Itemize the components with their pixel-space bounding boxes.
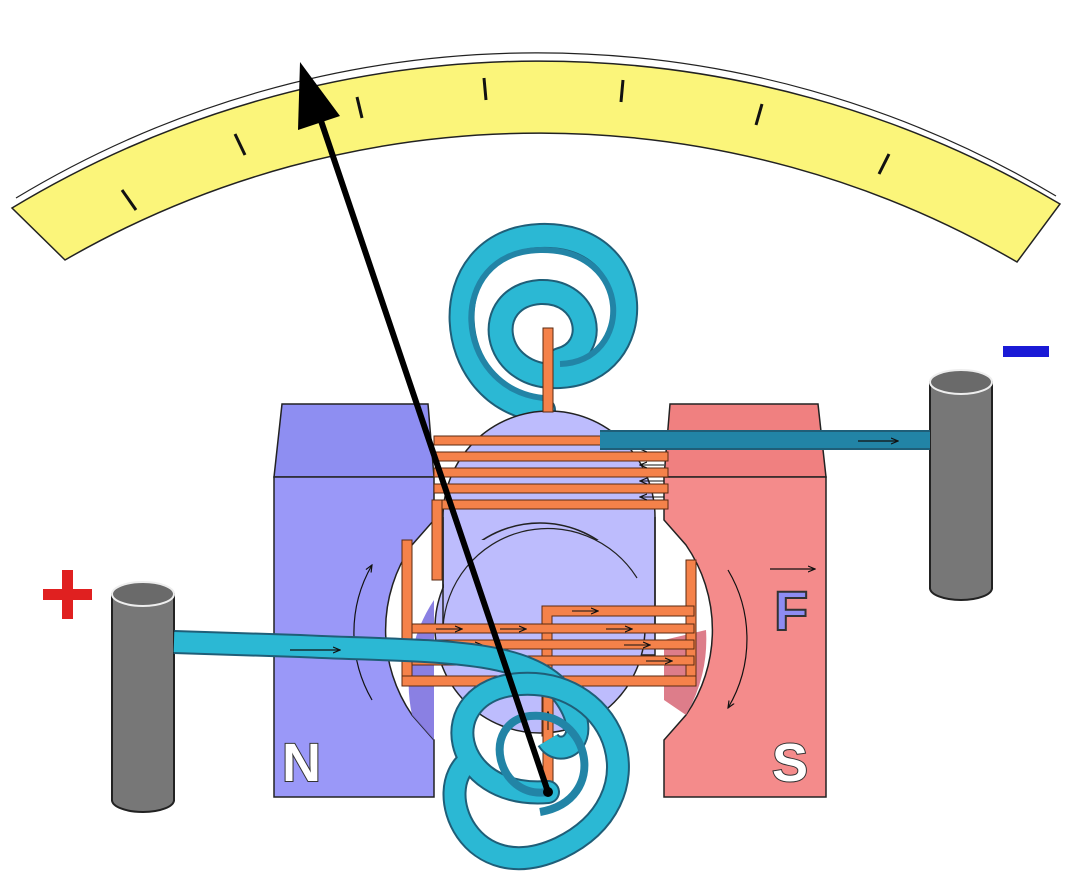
top-spiral-spring (448, 222, 639, 423)
force-label: F (774, 579, 808, 642)
south-pole-label: S (772, 733, 808, 793)
bottom-spiral-spring (442, 671, 630, 871)
meter-needle (298, 62, 553, 797)
positive-terminal (111, 581, 175, 813)
north-pole-label: N (282, 733, 321, 793)
plus-sign-icon (43, 570, 92, 619)
scale-ticks (120, 77, 891, 211)
coil-windings (401, 327, 697, 795)
scale-tick (877, 153, 891, 175)
scale-tick (619, 79, 625, 103)
negative-terminal (929, 369, 993, 601)
scale-tick (754, 103, 764, 126)
scale-arc (10, 60, 1062, 263)
meter-scale (10, 52, 1062, 263)
scale-tick (120, 189, 138, 211)
lead-wire-negative (600, 430, 930, 450)
scale-tick (355, 96, 364, 119)
scale-tick (233, 133, 247, 156)
scale-tick (482, 77, 488, 101)
scale-arc-edge (15, 52, 1057, 199)
minus-sign-icon (1003, 346, 1049, 357)
